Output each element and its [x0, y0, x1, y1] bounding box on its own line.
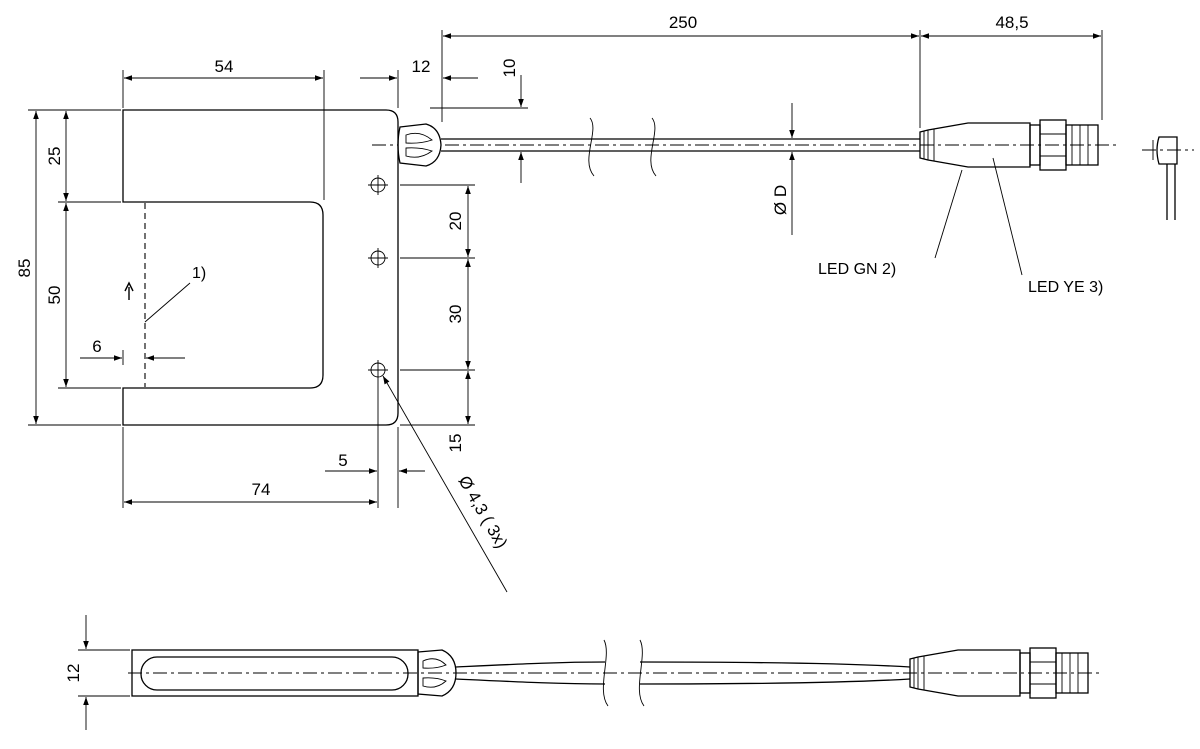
note-1-label: 1): [192, 265, 206, 282]
housing-outline: [122, 109, 399, 426]
dim-slot-depth-offset: 6: [92, 337, 101, 356]
dim-hole-bottom-offset: 15: [446, 434, 465, 453]
front-view: [122, 109, 442, 426]
dim-housing-width: 74: [252, 480, 271, 499]
led-yellow-label: LED YE 3): [1028, 279, 1103, 296]
side-cable-outlet: [417, 649, 457, 697]
cable: [441, 117, 1120, 177]
mounting-hole-3: [368, 360, 388, 380]
connector: [919, 119, 1099, 171]
cable-break-2: [650, 117, 657, 177]
side-view: 12: [64, 615, 1100, 730]
mounting-hole-1: [368, 175, 388, 195]
led-green-leader: [934, 169, 963, 259]
direction-arrow-icon: [124, 281, 134, 300]
note-1-leader: [144, 282, 191, 323]
dim-total-height: 85: [15, 259, 34, 278]
hole-spec-label: Ø 4,3 ( 3x): [455, 473, 512, 552]
led-green-label: LED GN 2): [818, 261, 896, 278]
dim-hole-spacing-1: 20: [446, 212, 465, 231]
dim-hole-edge-offset: 5: [338, 451, 347, 470]
dim-cable-offset-v: 10: [500, 59, 519, 78]
dim-upper-arm: 25: [45, 147, 64, 166]
side-cable-break-1: [602, 639, 609, 707]
cable-diameter-label: Ø D: [771, 185, 790, 215]
cable-outlet: [397, 123, 442, 167]
dim-slot-height: 50: [45, 286, 64, 305]
dim-hole-spacing-2: 30: [446, 305, 465, 324]
cable-break-1: [588, 117, 595, 177]
side-connector: [909, 647, 1089, 699]
side-slot: [140, 656, 409, 691]
dimension-lines: [28, 30, 1103, 593]
dim-thickness: 12: [64, 664, 83, 683]
mounting-hole-2: [368, 248, 388, 268]
dim-cable-length: 250: [669, 13, 697, 32]
dim-housing-top-width: 54: [215, 57, 234, 76]
side-cable-break-2: [638, 639, 645, 707]
dim-cable-offset-h: 12: [412, 57, 431, 76]
connector-side-view: [1142, 136, 1194, 220]
led-yellow-leader: [992, 157, 1023, 276]
dim-connector-length: 48,5: [995, 13, 1028, 32]
